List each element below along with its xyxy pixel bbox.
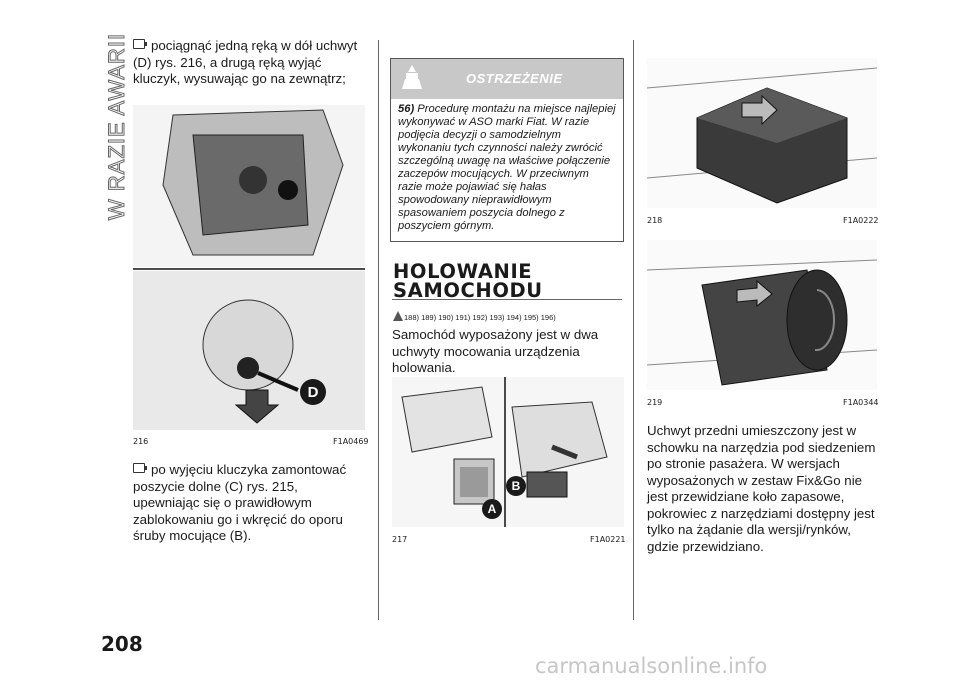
warning-number: 56) (398, 103, 415, 115)
col2-para: Samochód wyposażony jest w dwa uchwyty m… (392, 327, 599, 375)
column-divider (633, 40, 634, 620)
figure-217-code: F1A0221 (590, 535, 626, 544)
figure-219-code: F1A0344 (843, 398, 879, 407)
callout-a: A (488, 502, 497, 516)
figure-218 (647, 58, 877, 208)
warning-title: OSTRZEŻENIE (466, 71, 563, 86)
warning-box: OSTRZEŻENIE 56) Procedurę montażu na mie… (390, 58, 624, 242)
figure-218-code: F1A0222 (843, 216, 879, 225)
col1-para2: po wyjęciu kluczyka zamontować poszycie … (133, 462, 347, 543)
figure-218-number: 218 (647, 216, 663, 225)
figure-216-code: F1A0469 (333, 437, 369, 446)
figure-217: A B (392, 377, 624, 527)
page-number: 208 (101, 632, 143, 656)
warning-car-icon (402, 65, 422, 89)
figure-217-number: 217 (392, 535, 408, 544)
checkbox-icon (133, 39, 147, 49)
col1-para1: pociągnąć jedną ręką w dół uchwyt (D) ry… (133, 38, 358, 86)
watermark: carmanualsonline.info (535, 654, 768, 678)
figure-216-number: 216 (133, 437, 149, 446)
figure-216: D (133, 105, 365, 430)
checkbox-icon (133, 463, 147, 473)
section-heading: HOLOWANIE SAMOCHODU (393, 260, 543, 302)
warning-triangle-icon (393, 311, 403, 321)
col3-para: Uchwyt przedni umieszczony jest w schowk… (647, 423, 876, 554)
heading-rule (392, 299, 622, 300)
callout-d: D (308, 384, 319, 401)
figure-219 (647, 240, 877, 390)
figure-219-number: 219 (647, 398, 663, 407)
callout-b: B (512, 479, 521, 493)
section-title: W RAZIE AWARII (104, 32, 130, 220)
warning-text: Procedurę montażu na miejsce najlepiej w… (398, 103, 616, 232)
column-divider (378, 40, 379, 620)
warning-refs: 188) 189) 190) 191) 192) 193) 194) 195) … (404, 313, 556, 322)
